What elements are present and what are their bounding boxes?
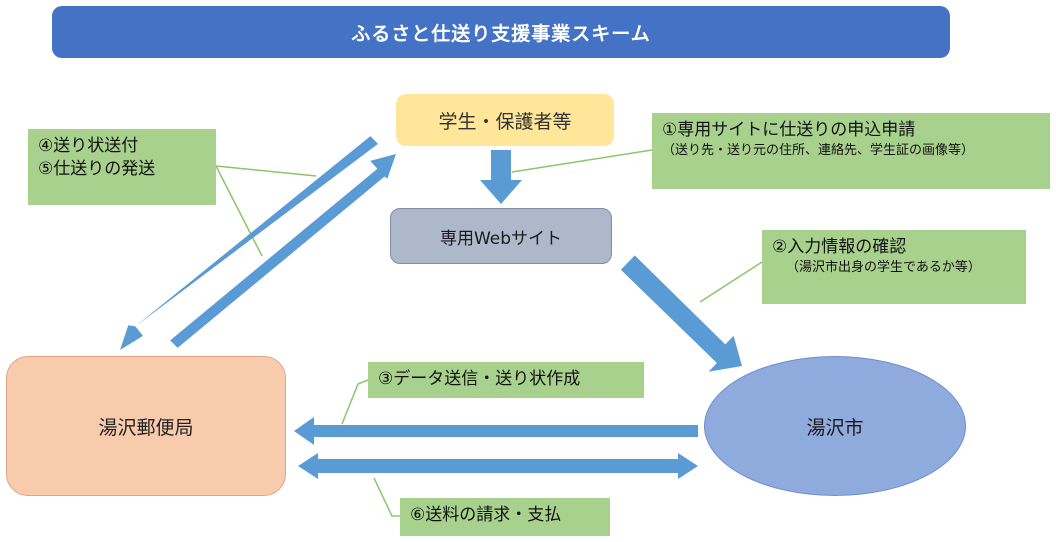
- connector-step45-a: [215, 165, 317, 177]
- note-step4-line: ④送り状送付: [38, 136, 139, 156]
- connector-step1: [511, 149, 653, 173]
- connector-step45-b: [215, 165, 263, 257]
- note-step1-sub: （送り先・送り元の住所、連絡先、学生証の画像等）: [662, 143, 975, 158]
- note-step2: ②入力情報の確認 （湯沢市出身の学生であるか等）: [762, 230, 1026, 304]
- note-step5-line: ⑤仕送りの発送: [38, 159, 156, 179]
- note-step3-main: ③データ送信・送り状作成: [378, 369, 581, 389]
- note-step1: ①専用サイトに仕送りの申込申請 （送り先・送り元の住所、連絡先、学生証の画像等）: [652, 113, 1050, 189]
- node-yuzawa-city: 湯沢市: [704, 356, 966, 496]
- connector-step3: [341, 379, 369, 425]
- arrow-student-to-web: [480, 150, 522, 204]
- node-student-guardian: 学生・保護者等: [396, 94, 614, 146]
- diagram-title: ふるさと仕送り支援事業スキーム: [52, 6, 950, 58]
- note-step6: ⑥送料の請求・支払: [400, 498, 610, 536]
- note-step1-main: ①専用サイトに仕送りの申込申請: [662, 120, 916, 140]
- arrow-city-post-double: [298, 453, 698, 479]
- connector-step6: [373, 477, 400, 517]
- node-dedicated-website: 専用Webサイト: [390, 208, 612, 264]
- note-step3: ③データ送信・送り状作成: [368, 362, 644, 398]
- node-yuzawa-post-office: 湯沢郵便局: [6, 356, 286, 496]
- note-step6-main: ⑥送料の請求・支払: [410, 505, 562, 525]
- arrow-student-to-post: [120, 136, 378, 350]
- arrow-city-to-post: [294, 417, 698, 445]
- note-step2-main: ②入力情報の確認: [772, 237, 907, 257]
- arrow-post-to-student: [170, 154, 396, 348]
- arrow-web-to-city: [620, 255, 742, 372]
- note-step45: ④送り状送付 ⑤仕送りの発送: [28, 129, 216, 205]
- connector-step2: [699, 261, 763, 303]
- note-step2-sub: （湯沢市出身の学生であるか等）: [786, 260, 981, 275]
